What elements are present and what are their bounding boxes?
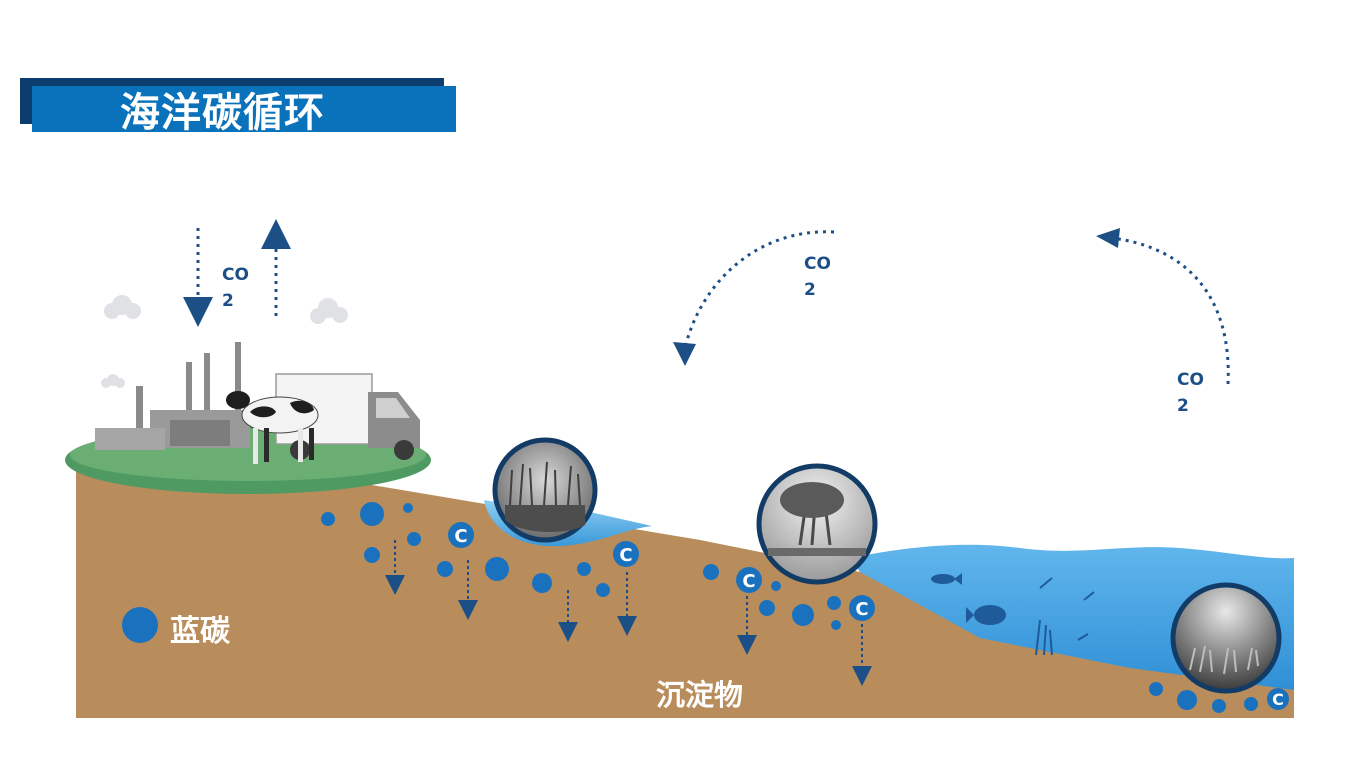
carbon-label: C [742,571,755,592]
mangrove-photo [756,463,878,585]
title-bar: 海洋碳循环 [32,86,456,136]
carbon-label: C [855,599,868,620]
page-title: 海洋碳循环 [120,90,325,136]
carbon-label: C [454,526,467,547]
co2-label-release: CO 2 [1177,367,1217,419]
co2-upward-arc-arrow [1111,236,1230,385]
co2-label-line1: CO [804,254,831,274]
co2-downward-arrowhead [673,342,696,366]
seagrass-photo [1170,582,1282,694]
co2-label-line1: CO [1177,370,1204,390]
co2-label-line2: 2 [222,291,234,311]
co2-label-line2: 2 [1177,396,1189,416]
fish-icon [931,573,1095,656]
factory-icon [95,342,250,450]
salt-marsh-photo [492,437,598,543]
carbon-sinking-arrows [385,540,872,686]
carbon-label: C [1272,690,1284,709]
co2-upward-arrowhead [1096,228,1120,248]
title-banner: 海洋碳循环 [20,78,460,136]
co2-label-absorb: CO 2 [804,251,844,303]
blue-carbon-particles [321,502,1258,713]
sediment-label: 沉淀物 [656,678,744,712]
carbon-label: C [619,545,632,566]
soil-cross-section [76,462,1294,718]
smoke-cloud-icon [101,295,348,388]
co2-downward-arc-arrow [682,230,835,353]
co2-label-land: CO 2 [222,262,262,314]
carbon-atom-markers [448,522,1289,710]
legend-blue-carbon-label: 蓝碳 [170,614,230,649]
legend-blue-carbon-swatch [122,607,158,643]
co2-label-line2: 2 [804,280,816,300]
co2-label-line1: CO [222,265,249,285]
cow-icon [226,391,319,464]
carbon-atom-labels: C C C C C [454,526,1283,709]
